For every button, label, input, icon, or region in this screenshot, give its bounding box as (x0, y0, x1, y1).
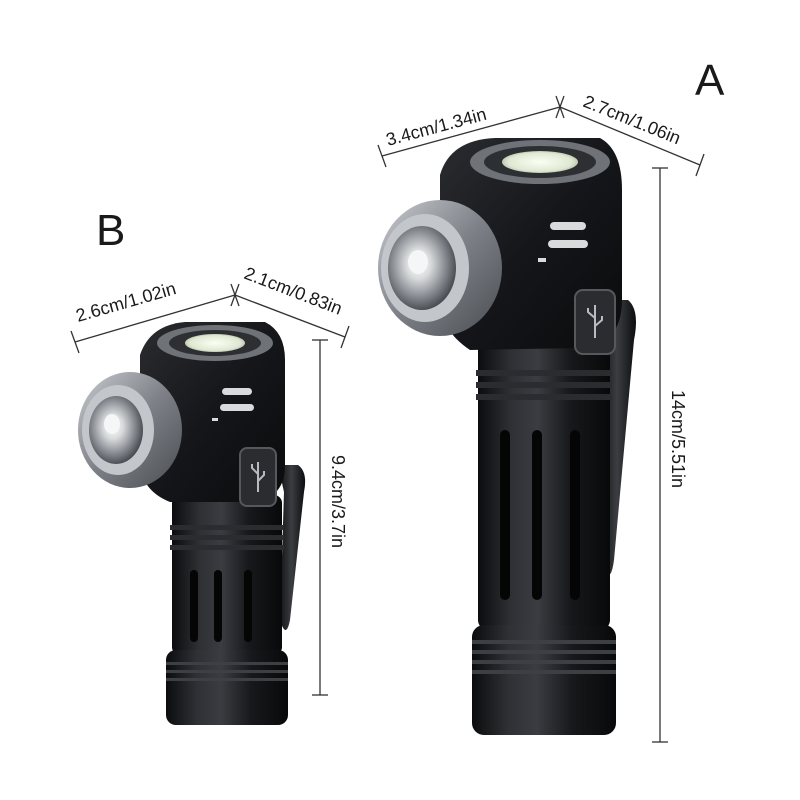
dimension-lines (70, 95, 705, 743)
cob-led-icon (185, 334, 245, 352)
flashlight-b (78, 322, 306, 725)
body-flutes-a (500, 430, 580, 600)
cob-led-icon (502, 151, 578, 173)
grip-rings-a (476, 370, 612, 400)
body-flutes-b (190, 570, 252, 642)
grip-rings-b (170, 525, 284, 550)
mode-button-icon (212, 388, 254, 421)
model-b-label: B (96, 206, 125, 255)
b-width-label: 2.6cm/1.02in (74, 278, 179, 326)
usb-icon (251, 462, 265, 492)
a-height-label: 14cm/5.51in (668, 390, 688, 488)
model-a-label: A (695, 56, 725, 105)
b-depth-label: 2.1cm/0.83in (242, 263, 345, 319)
b-height-label: 9.4cm/3.7in (328, 455, 348, 548)
pocket-clip-b (278, 465, 306, 630)
mode-button-icon (538, 222, 588, 262)
flashlight-a (378, 138, 636, 735)
body-tube-b (172, 495, 282, 655)
usb-icon (587, 305, 603, 338)
tail-cap-b (166, 650, 288, 725)
